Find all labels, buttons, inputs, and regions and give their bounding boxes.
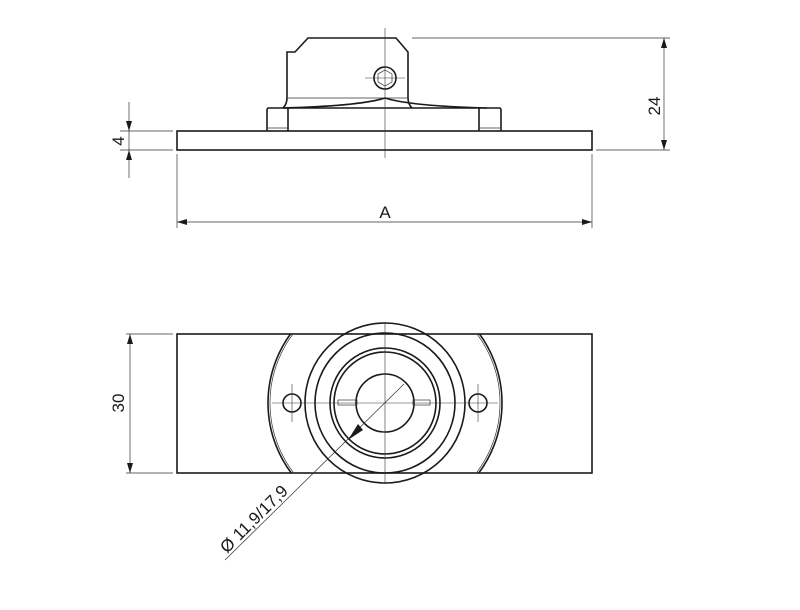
- top-view: 30 Ø 11,9/17,9: [109, 322, 593, 561]
- dim-depth: 30: [109, 394, 128, 413]
- dim-total-height: 24: [645, 97, 664, 116]
- flange-outer-circle: [267, 334, 503, 473]
- base-plate: [176, 130, 593, 151]
- body: [282, 37, 413, 109]
- dim-diameter: Ø 11,9/17,9: [216, 481, 291, 556]
- side-view: 4 24 A: [109, 28, 670, 228]
- dim-width: A: [379, 203, 391, 222]
- dim-plate-thickness: 4: [109, 136, 128, 145]
- flange: [266, 107, 502, 131]
